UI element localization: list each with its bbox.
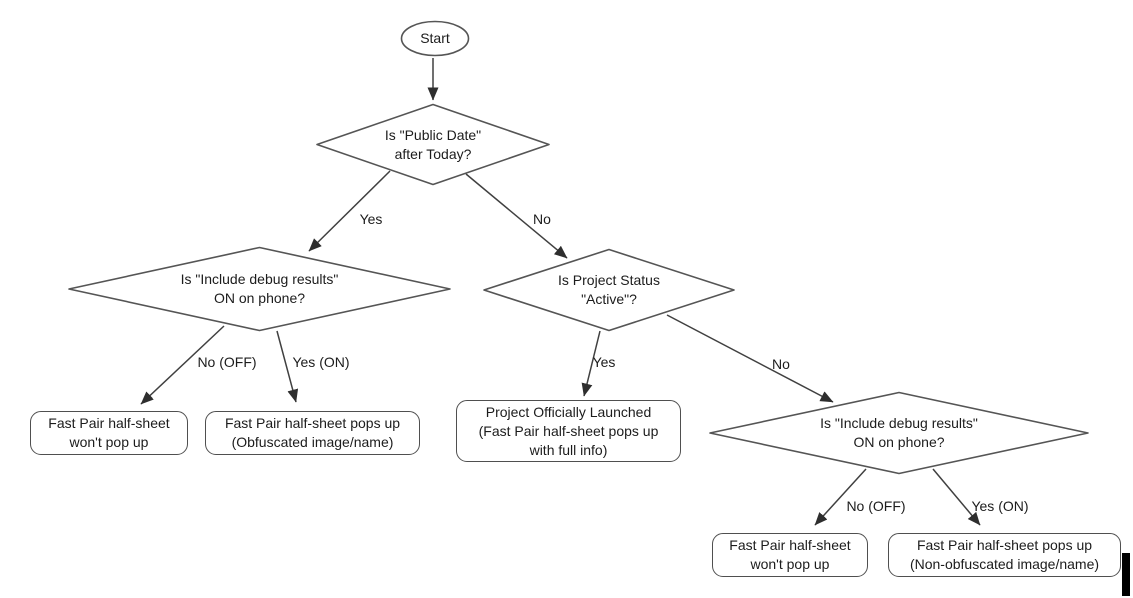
diamond-shape (709, 391, 1089, 475)
outcome-wont-popup-right-label: Fast Pair half-sheet won't pop up (729, 537, 851, 572)
decision-public-date: Is "Public Date" after Today? (315, 103, 551, 186)
edge-label-debug-left-yes-on: Yes (ON) (292, 354, 350, 370)
diamond-shape (68, 246, 451, 332)
decision-debug-left: Is "Include debug results" ON on phone? (67, 246, 452, 332)
edge-label-project-status-no: No (772, 356, 790, 372)
edge-project-status-yes (581, 330, 601, 397)
edge-project-status-no (666, 314, 834, 403)
edge-public-date-yes (308, 170, 391, 252)
outcome-wont-popup-left: Fast Pair half-sheet won't pop up (30, 411, 188, 455)
start-label: Start (420, 30, 450, 46)
outcome-launched-label: Project Officially Launched (Fast Pair h… (478, 403, 659, 458)
edge-label-public-date-no: No (533, 211, 551, 227)
outcome-non-obfuscated: Fast Pair half-sheet pops up (Non-obfusc… (888, 533, 1121, 577)
decision-public-date-label: Is "Public Date" after Today? (384, 126, 482, 162)
outcome-wont-popup-left-label: Fast Pair half-sheet won't pop up (48, 415, 170, 450)
edge-public-date-no (465, 173, 568, 259)
edge-debug-right-no-off (814, 468, 867, 526)
outcome-non-obfuscated-label: Fast Pair half-sheet pops up (Non-obfusc… (909, 537, 1100, 572)
edge-label-project-status-yes: Yes (592, 354, 616, 370)
edge-debug-left-no-off (140, 325, 225, 405)
edge-label-debug-left-no-off: No (OFF) (197, 354, 257, 370)
edge-debug-left-yes-on (276, 330, 299, 403)
edge-label-debug-right-yes-on: Yes (ON) (971, 498, 1029, 514)
decision-debug-right-label: Is "Include debug results" ON on phone? (820, 415, 978, 450)
outcome-launched: Project Officially Launched (Fast Pair h… (456, 400, 681, 462)
edge-label-public-date-yes: Yes (359, 211, 383, 227)
decision-debug-right: Is "Include debug results" ON on phone? (708, 391, 1090, 475)
edge-debug-right-yes-on (932, 468, 981, 526)
diamond-shape (483, 248, 735, 332)
outcome-obfuscated-label: Fast Pair half-sheet pops up (Obfuscated… (224, 415, 401, 450)
ellipse-shape (400, 20, 470, 57)
diamond-shape (316, 103, 550, 186)
decision-project-status-label: Is Project Status "Active"? (558, 272, 660, 307)
decision-project-status: Is Project Status "Active"? (482, 248, 736, 332)
outcome-wont-popup-right: Fast Pair half-sheet won't pop up (712, 533, 868, 577)
start-node: Start (400, 20, 470, 57)
text-cursor-artifact (1122, 553, 1130, 596)
edge-label-debug-right-no-off: No (OFF) (846, 498, 906, 514)
decision-debug-left-label: Is "Include debug results" ON on phone? (180, 271, 339, 306)
outcome-obfuscated: Fast Pair half-sheet pops up (Obfuscated… (205, 411, 420, 455)
